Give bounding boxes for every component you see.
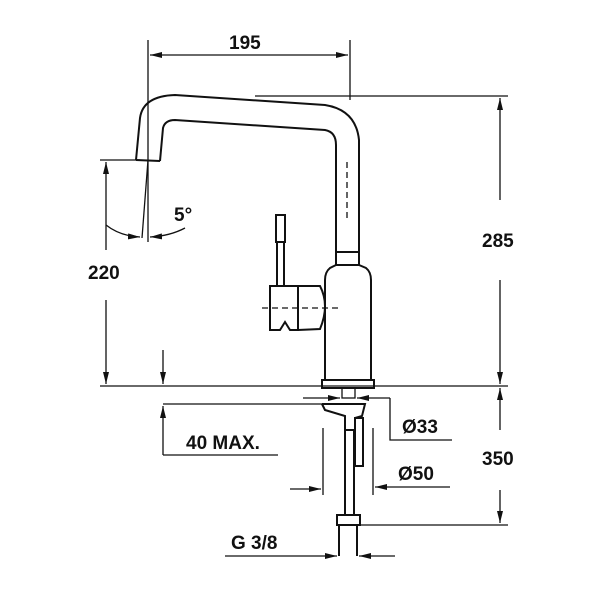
dimension-40-max	[160, 403, 322, 456]
label-total-height: 285	[482, 231, 514, 252]
label-spout-reach: 195	[229, 33, 261, 54]
label-spout-angle: 5°	[174, 205, 193, 226]
dimension-33	[303, 395, 452, 441]
mounting-assembly	[321, 387, 367, 556]
angle-5deg	[105, 159, 186, 240]
faucet-body	[321, 251, 375, 389]
label-connection: G 3/8	[231, 533, 278, 554]
dimension-195	[147, 40, 351, 242]
faucet-handle	[262, 214, 338, 331]
faucet-spout	[135, 93, 360, 253]
label-spout-height: 220	[88, 263, 120, 284]
label-hole-diameter: Ø33	[402, 417, 438, 438]
dimension-285	[255, 95, 508, 384]
label-base-diameter: Ø50	[398, 464, 434, 485]
dimension-50	[290, 428, 450, 495]
label-max-thickness: 40 MAX.	[186, 433, 260, 454]
label-hose-length: 350	[482, 449, 514, 470]
dimension-350	[360, 388, 508, 526]
dimension-220	[100, 159, 166, 384]
